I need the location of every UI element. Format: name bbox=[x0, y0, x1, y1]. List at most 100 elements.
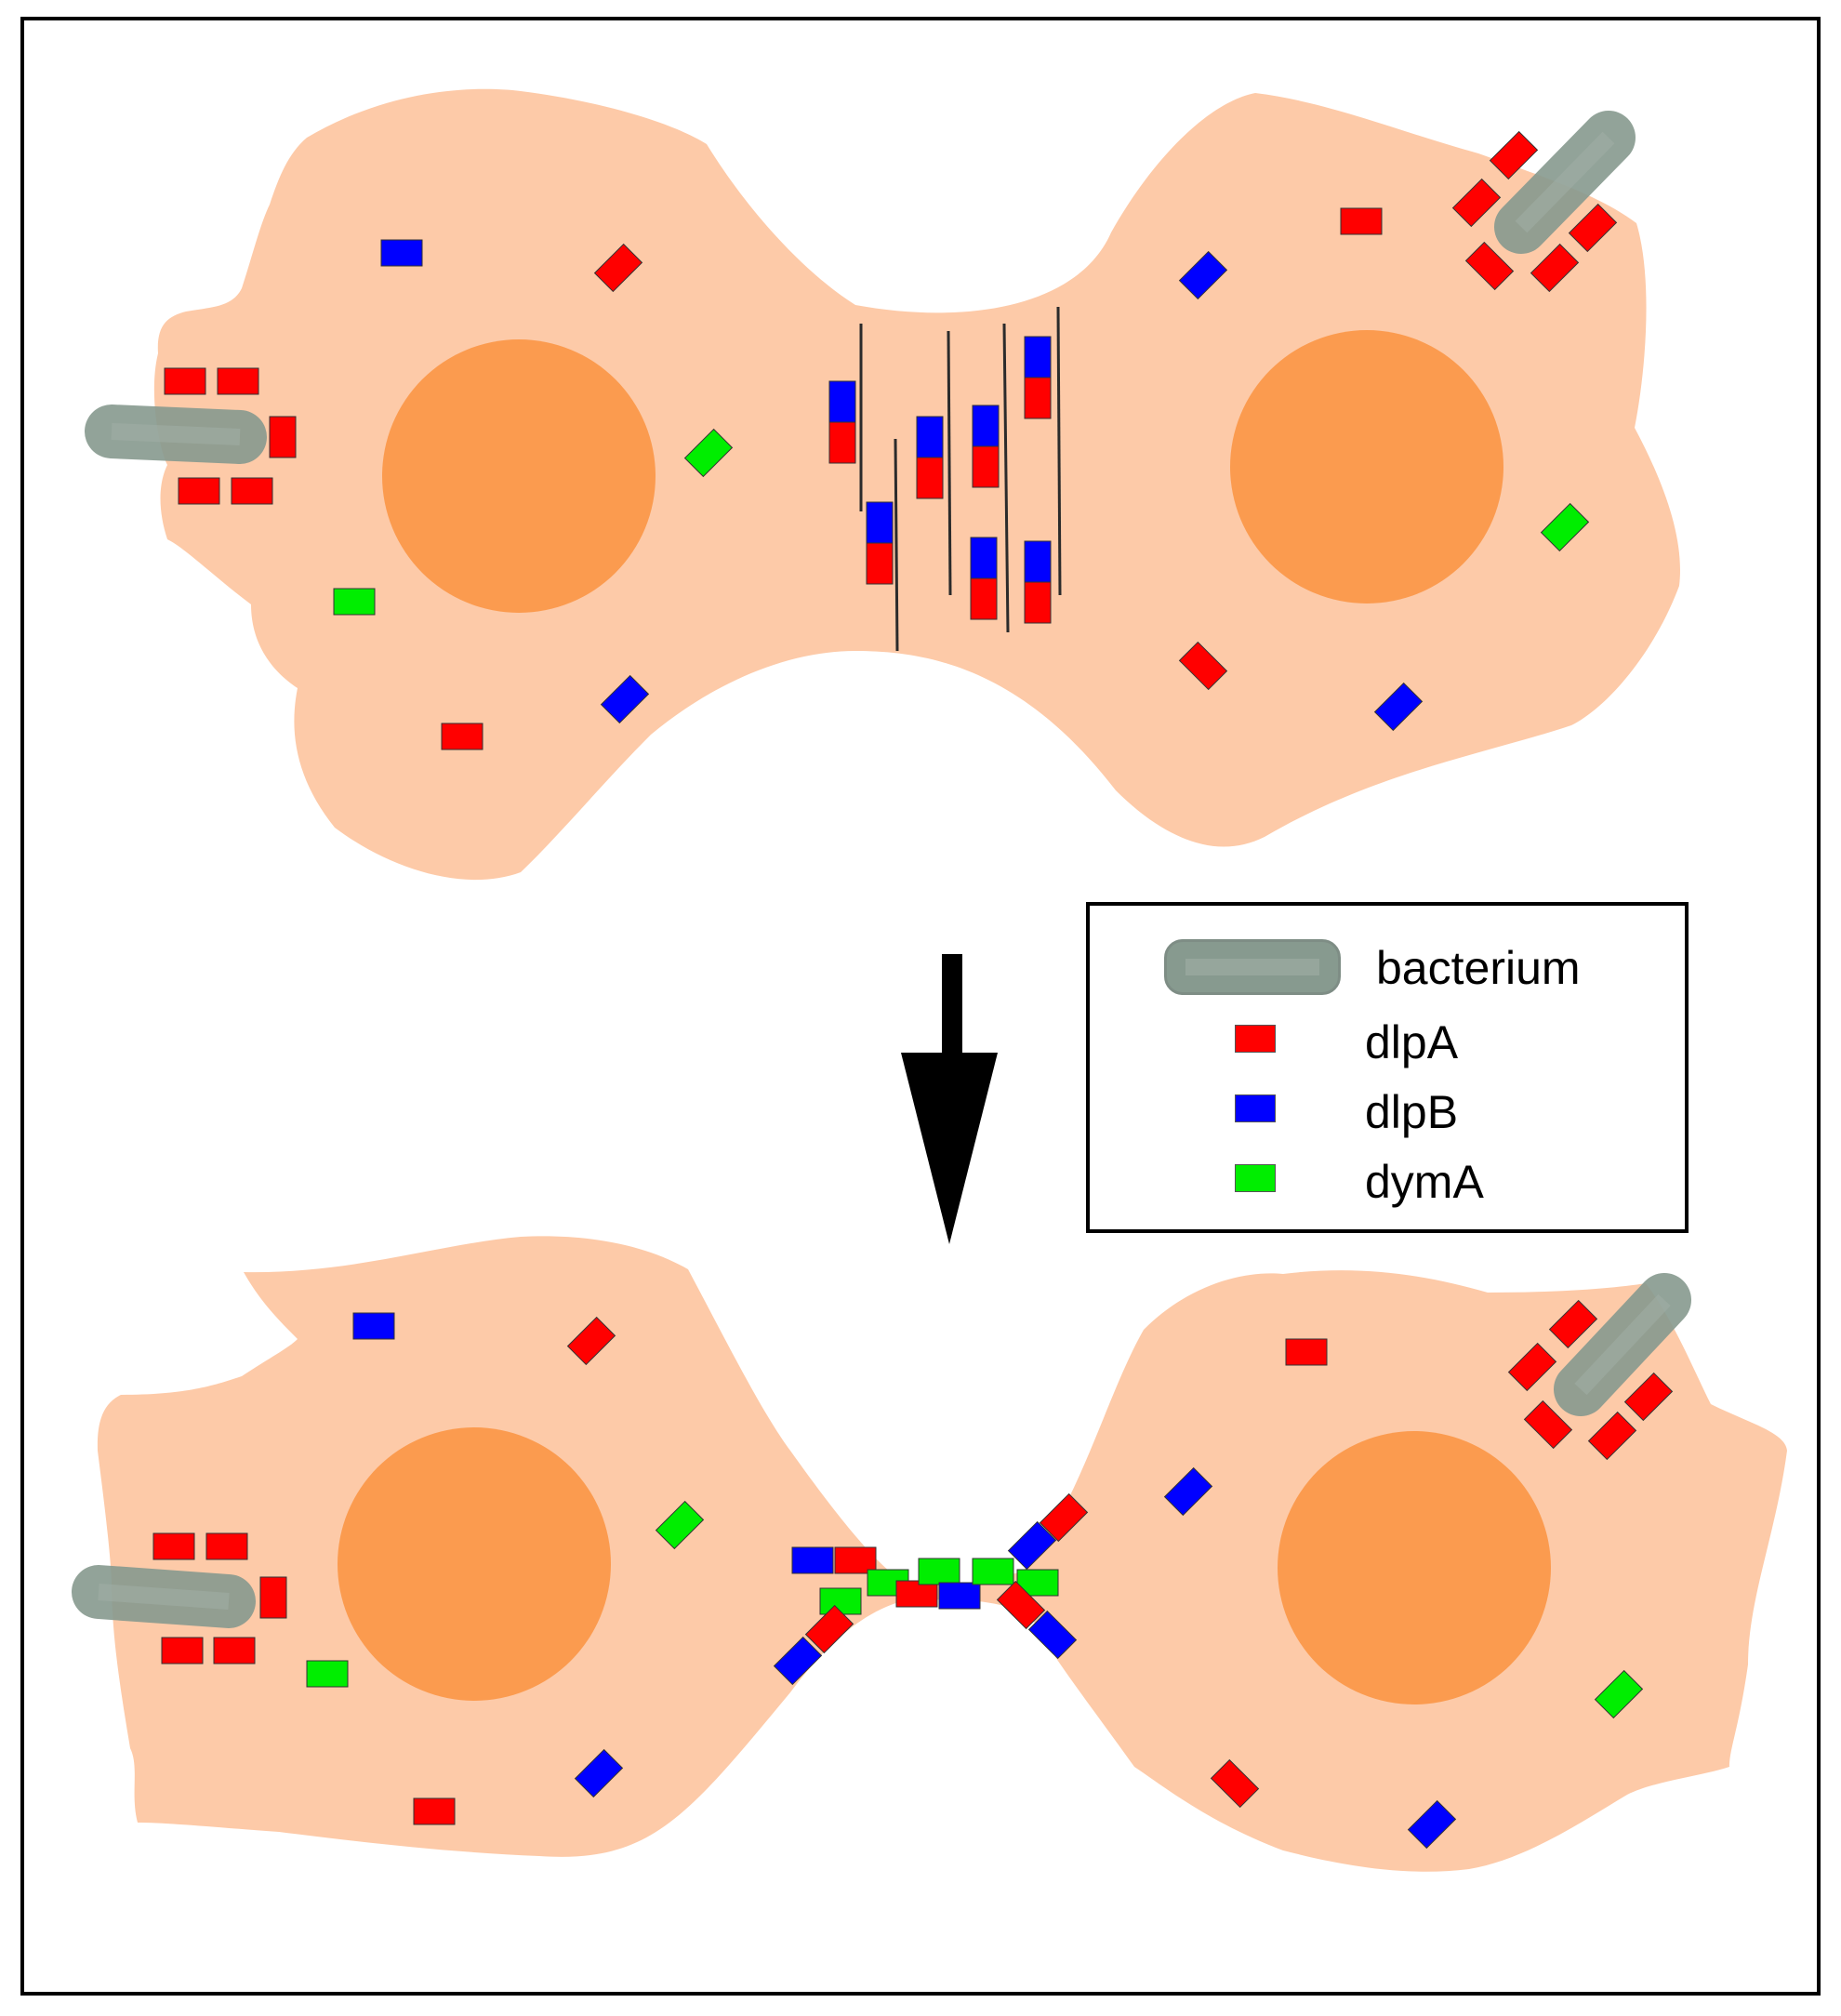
dlpB-protein bbox=[1027, 1610, 1078, 1660]
actin-filament bbox=[894, 438, 899, 652]
dlpA-protein bbox=[916, 457, 944, 499]
dlpA-swatch bbox=[1235, 1025, 1276, 1053]
dlpA-protein bbox=[804, 1604, 854, 1654]
dlpA-protein bbox=[1568, 203, 1618, 253]
dlpA-protein bbox=[164, 367, 206, 395]
bacterium-swatch-inner bbox=[1185, 959, 1319, 975]
dlpB-protein bbox=[574, 1748, 624, 1798]
top-left-nucleus bbox=[382, 339, 656, 613]
dymA-protein bbox=[867, 1569, 909, 1597]
dlpA-protein bbox=[996, 1580, 1046, 1630]
dlpA-protein bbox=[178, 477, 220, 505]
legend-row-dlpB: dlpB bbox=[1090, 1085, 1685, 1160]
dlpB-protein bbox=[828, 380, 856, 423]
dlpA-protein bbox=[1530, 243, 1580, 293]
dlpB-swatch bbox=[1235, 1094, 1276, 1122]
dlpB-protein bbox=[1373, 682, 1424, 732]
actin-filament bbox=[947, 330, 952, 596]
legend-label-dymA: dymA bbox=[1365, 1156, 1484, 1208]
dlpA-protein bbox=[441, 723, 483, 750]
dymA-protein bbox=[918, 1558, 960, 1585]
transition-arrow bbox=[901, 954, 998, 1244]
dlpB-protein bbox=[1163, 1466, 1213, 1517]
actin-filament bbox=[1056, 306, 1062, 596]
dlpA-protein bbox=[217, 367, 259, 395]
dymA-protein bbox=[655, 1500, 705, 1550]
top-right-nucleus bbox=[1230, 330, 1503, 603]
legend-label-bacterium: bacterium bbox=[1376, 942, 1581, 994]
dlpB-protein bbox=[938, 1582, 981, 1610]
dlpA-protein bbox=[828, 421, 856, 464]
dymA-protein bbox=[683, 428, 734, 478]
dlpA-protein bbox=[1464, 241, 1515, 291]
dlpB-protein bbox=[916, 416, 944, 458]
dlpB-protein bbox=[791, 1546, 834, 1574]
dlpA-protein bbox=[205, 1532, 248, 1560]
legend-label-dlpB: dlpB bbox=[1365, 1086, 1459, 1138]
arrow-head bbox=[901, 1053, 998, 1244]
dlpB-protein bbox=[1178, 250, 1228, 300]
bottom-panel bbox=[72, 1236, 1788, 1872]
dlpA-protein bbox=[1039, 1492, 1089, 1543]
dlpA-protein bbox=[566, 1316, 616, 1366]
dlpA-protein bbox=[1523, 1399, 1573, 1450]
figure-frame bbox=[20, 17, 1821, 1996]
dlpA-protein bbox=[1587, 1411, 1637, 1461]
dlpB-protein bbox=[1407, 1799, 1457, 1850]
dymA-protein bbox=[333, 588, 376, 616]
dlpA-protein bbox=[161, 1637, 204, 1665]
dlpA-protein bbox=[593, 243, 643, 293]
dlpA-protein bbox=[895, 1580, 938, 1608]
bottom-right-nucleus bbox=[1278, 1431, 1551, 1704]
legend-row-bacterium: bacterium bbox=[1090, 906, 1685, 995]
actin-filament bbox=[1002, 323, 1010, 633]
dlpA-protein bbox=[1507, 1342, 1557, 1392]
legend-row-dymA: dymA bbox=[1090, 1155, 1685, 1229]
dlpA-protein bbox=[1340, 207, 1383, 235]
dlpA-protein bbox=[1024, 377, 1052, 419]
legend-row-dlpA: dlpA bbox=[1090, 1015, 1685, 1090]
bacterium-bottom-right-inner bbox=[1574, 1293, 1671, 1396]
dlpA-protein bbox=[213, 1637, 256, 1665]
bottom-dividing-cell bbox=[97, 1236, 1788, 1872]
dymA-protein bbox=[819, 1587, 862, 1615]
dymA-protein bbox=[972, 1558, 1014, 1585]
dlpA-protein bbox=[834, 1546, 877, 1574]
dlpB-protein bbox=[773, 1636, 823, 1686]
bacterium-swatch bbox=[1164, 939, 1341, 995]
dlpA-protein bbox=[231, 477, 273, 505]
dlpA-protein bbox=[866, 542, 894, 585]
dlpA-protein bbox=[152, 1532, 195, 1560]
dlpB-protein bbox=[1024, 540, 1052, 583]
dlpA-protein bbox=[1178, 641, 1228, 691]
dymA-protein bbox=[306, 1660, 349, 1688]
dlpB-protein bbox=[1007, 1520, 1057, 1571]
dlpB-protein bbox=[380, 239, 423, 267]
dlpB-protein bbox=[352, 1312, 395, 1340]
legend: bacterium dlpA dlpB dymA bbox=[1086, 902, 1689, 1233]
dlpA-protein bbox=[970, 577, 998, 620]
dlpA-protein bbox=[1489, 130, 1539, 180]
down-arrow-icon bbox=[942, 954, 962, 1056]
dlpA-protein bbox=[1548, 1299, 1598, 1349]
bottom-left-nucleus bbox=[338, 1427, 611, 1701]
dymA-swatch bbox=[1235, 1164, 1276, 1192]
dlpA-protein bbox=[1623, 1372, 1674, 1422]
bacterium-top-left-inner bbox=[111, 423, 241, 445]
dymA-protein bbox=[1594, 1669, 1644, 1719]
dlpA-protein bbox=[413, 1797, 456, 1825]
dlpA-protein bbox=[1024, 581, 1052, 624]
legend-label-dlpA: dlpA bbox=[1365, 1016, 1459, 1068]
dlpA-protein bbox=[1285, 1338, 1328, 1366]
dlpA-protein bbox=[269, 416, 297, 458]
dlpA-protein bbox=[1210, 1758, 1260, 1809]
dlpB-protein bbox=[600, 674, 650, 724]
bacterium-top-right-inner bbox=[1515, 131, 1615, 233]
dlpB-protein bbox=[1024, 336, 1052, 378]
dlpB-protein bbox=[866, 501, 894, 544]
top-panel bbox=[85, 88, 1680, 881]
dlpB-protein bbox=[970, 537, 998, 579]
dymA-protein bbox=[1540, 502, 1590, 552]
bacterium-bottom-left-inner bbox=[98, 1584, 230, 1610]
